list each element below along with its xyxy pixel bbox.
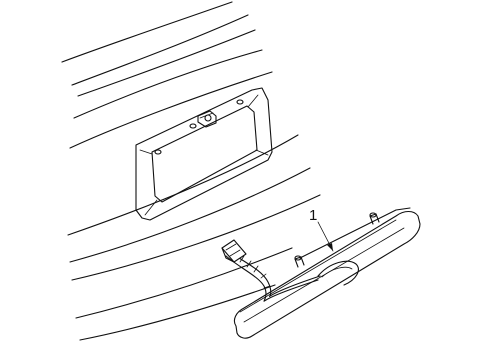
mounting-stud (294, 255, 305, 268)
body-contour-lines (61, 1, 321, 341)
license-lamp-assembly (233, 207, 421, 339)
wiring-harness (221, 239, 321, 302)
callout-label: 1 (309, 207, 317, 224)
electrical-connector (221, 239, 247, 263)
callout-1: 1 (309, 207, 334, 252)
license-plate-pocket (135, 87, 273, 221)
mounting-stud (369, 212, 380, 225)
